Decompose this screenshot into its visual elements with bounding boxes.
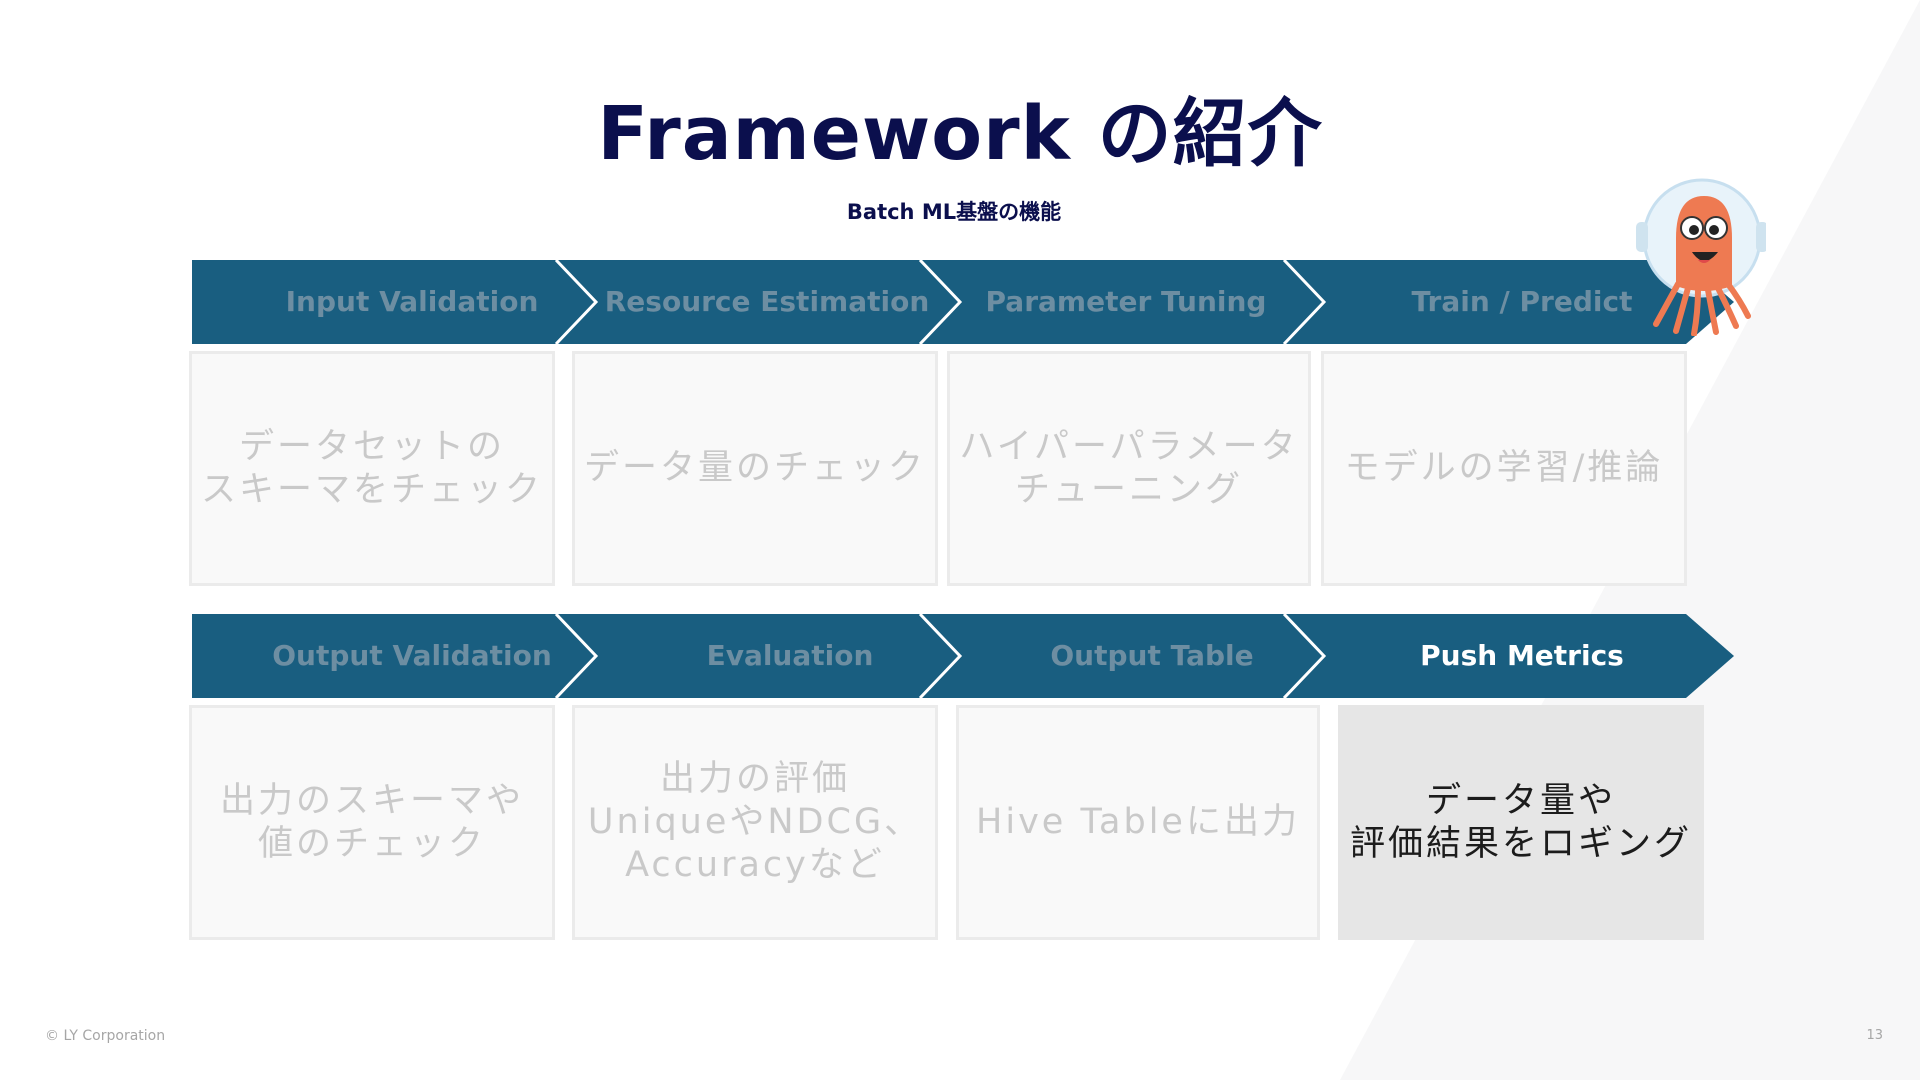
card-output-validation: 出力のスキーマや 値のチェック — [189, 705, 555, 940]
octopus-mascot-icon — [1636, 176, 1768, 337]
step-output-validation: Output Validation — [272, 639, 552, 672]
card-text: データセットの スキーマをチェック — [200, 426, 543, 510]
card-text: モデルの学習/推論 — [1344, 448, 1664, 488]
step-separator — [918, 614, 964, 698]
card-text: 出力の評価 UniqueやNDCG、 Accuracyなど — [587, 759, 923, 885]
card-text: Hive Tableに出力 — [976, 802, 1300, 842]
step-separator — [1282, 614, 1328, 698]
process-band-row1: Input Validation Resource Estimation Par… — [192, 260, 1734, 344]
card-resource-estimation: データ量のチェック — [572, 351, 938, 586]
step-separator — [554, 614, 600, 698]
step-train-predict: Train / Predict — [1411, 285, 1633, 318]
step-separator — [918, 260, 964, 344]
step-evaluation: Evaluation — [706, 639, 874, 672]
card-text: データ量のチェック — [583, 448, 926, 488]
card-text: ハイパーパラメータ チューニング — [959, 426, 1299, 510]
step-input-validation: Input Validation — [285, 285, 539, 318]
step-separator — [554, 260, 600, 344]
step-parameter-tuning: Parameter Tuning — [985, 285, 1267, 318]
card-text: 出力のスキーマや 値のチェック — [219, 780, 524, 864]
page-subtitle: Batch ML基盤の機能 — [846, 200, 1062, 224]
step-push-metrics: Push Metrics — [1420, 639, 1624, 672]
card-output-table: Hive Tableに出力 — [956, 705, 1320, 940]
card-train-predict: モデルの学習/推論 — [1321, 351, 1687, 586]
card-evaluation: 出力の評価 UniqueやNDCG、 Accuracyなど — [572, 705, 938, 940]
footer-copyright: © LY Corporation — [45, 1028, 166, 1044]
card-input-validation: データセットの スキーマをチェック — [189, 351, 555, 586]
card-text: データ量や 評価結果をロギング — [1349, 780, 1692, 864]
card-parameter-tuning: ハイパーパラメータ チューニング — [947, 351, 1311, 586]
step-separator — [1282, 260, 1328, 344]
process-band-row2: Output Validation Evaluation Output Tabl… — [192, 614, 1734, 698]
page-number: 13 — [1866, 1028, 1883, 1043]
step-resource-estimation: Resource Estimation — [604, 285, 930, 318]
page-title: Framework の紹介 — [597, 91, 1323, 177]
card-push-metrics: データ量や 評価結果をロギング — [1338, 705, 1704, 940]
step-output-table: Output Table — [1050, 639, 1254, 672]
